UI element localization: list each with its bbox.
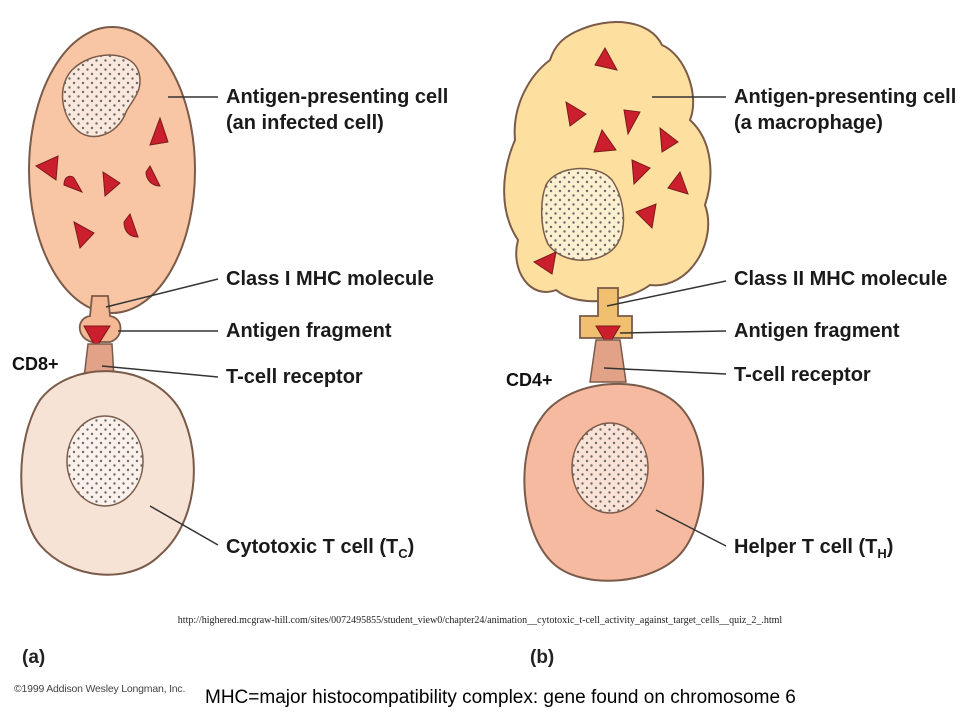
- label-antigen-fragment-b: Antigen fragment: [734, 320, 900, 342]
- antigen-fragment-b: [595, 325, 621, 347]
- label-cytotoxic-t-cell: Cytotoxic T cell (TC): [226, 536, 414, 565]
- label-apc-b-line1: Antigen-presenting cell: [734, 86, 957, 108]
- cd4-label: CD4+: [506, 370, 553, 390]
- left-leader-lines: [101, 96, 219, 546]
- cd8-label: CD8+: [12, 354, 59, 374]
- label-class-i-mhc: Class I MHC molecule: [226, 268, 434, 290]
- helper-t-close: ): [886, 536, 894, 558]
- cytotoxic-t-close: ): [407, 536, 415, 558]
- source-url: http://highered.mcgraw-hill.com/sites/00…: [177, 615, 783, 626]
- left-diagram: [20, 26, 219, 576]
- right-diagram: [503, 21, 727, 582]
- label-apc-a-line1: Antigen-presenting cell: [226, 86, 449, 108]
- label-apc-b-line2: (a macrophage): [734, 112, 883, 134]
- copyright-notice: ©1999 Addison Wesley Longman, Inc.: [14, 683, 186, 695]
- label-class-ii-mhc: Class II MHC molecule: [734, 268, 948, 290]
- label-t-cell-receptor-a: T-cell receptor: [226, 366, 363, 388]
- label-t-cell-receptor-b: T-cell receptor: [734, 364, 871, 386]
- cytotoxic-t-text: Cytotoxic T cell (T: [226, 536, 399, 558]
- infected-apc-antigens: [34, 116, 169, 250]
- caption: MHC=major histocompatibility complex: ge…: [205, 687, 796, 708]
- t-cell-receptor-b: [589, 339, 627, 383]
- macrophage-antigens: [532, 46, 689, 275]
- helper-t-text: Helper T cell (T: [734, 536, 878, 558]
- helper-t-subscript: H: [877, 546, 887, 561]
- label-apc-a-line2: (an infected cell): [226, 112, 384, 134]
- label-antigen-fragment-a: Antigen fragment: [226, 320, 392, 342]
- panel-label-b: (b): [530, 647, 555, 668]
- panel-label-a: (a): [22, 647, 46, 668]
- antigen-fragment-a: [83, 325, 111, 349]
- cytotoxic-t-subscript: C: [398, 546, 408, 561]
- right-leader-lines: [603, 96, 727, 547]
- label-helper-t-cell: Helper T cell (TH): [734, 536, 893, 565]
